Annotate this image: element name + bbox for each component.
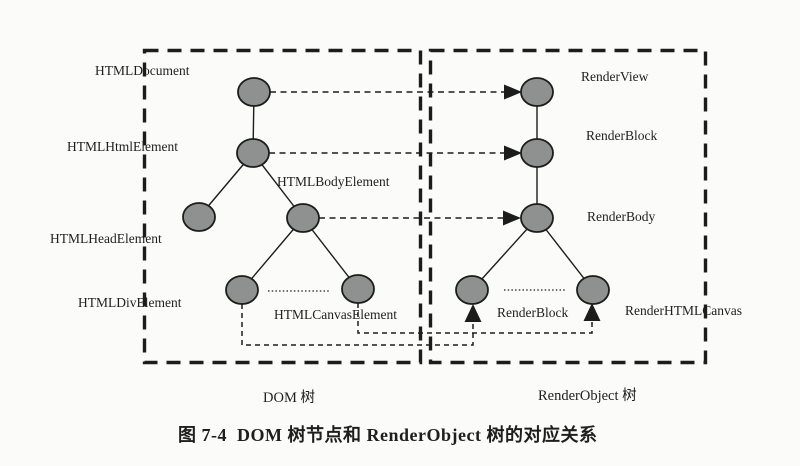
arrowhead-htmlcanvasleaf bbox=[583, 303, 601, 321]
node-render-block bbox=[520, 138, 554, 168]
connector-canvas-htmlcanvasleaf bbox=[357, 303, 593, 334]
node-render-view bbox=[520, 77, 554, 107]
label-render-block-leaf: RenderBlock bbox=[497, 305, 569, 320]
label-render-body: RenderBody bbox=[587, 209, 656, 224]
label-html-div-element: HTMLDivElement bbox=[78, 295, 182, 310]
node-html-html-element bbox=[236, 138, 270, 168]
dom-tree-title: DOM 树 bbox=[263, 390, 315, 406]
arrowhead-renderbody bbox=[503, 210, 521, 226]
render-tree-box bbox=[428, 48, 708, 365]
label-html-head-element: HTMLHeadElement bbox=[50, 231, 162, 246]
node-html-document bbox=[237, 77, 271, 107]
edge-body-blockleaf bbox=[471, 217, 538, 291]
node-render-body bbox=[520, 203, 554, 233]
figure-caption: 图 7-4 DOM 树节点和 RenderObject 树的对应关系 bbox=[178, 425, 598, 445]
render-tree-title: RenderObject 树 bbox=[538, 388, 637, 404]
label-render-html-canvas: RenderHTMLCanvas bbox=[625, 303, 742, 318]
label-render-view: RenderView bbox=[581, 69, 649, 84]
label-html-html-element: HTMLHtmlElement bbox=[67, 139, 178, 154]
node-render-block-leaf bbox=[455, 275, 489, 305]
edge-body-div bbox=[241, 217, 304, 291]
arrowhead-blockleaf bbox=[464, 304, 482, 322]
node-html-div-element bbox=[225, 275, 259, 305]
arrowhead-block bbox=[504, 145, 522, 161]
connector-div-blockleaf bbox=[241, 304, 474, 346]
node-html-body-element bbox=[286, 203, 320, 233]
label-html-document: HTMLDocument bbox=[95, 63, 190, 78]
node-render-html-canvas bbox=[576, 275, 610, 305]
node-html-canvas-element bbox=[341, 274, 375, 304]
arrowhead-view bbox=[504, 84, 522, 100]
node-html-head-element bbox=[182, 202, 216, 232]
label-html-body-element: HTMLBodyElement bbox=[277, 174, 390, 189]
dom-tree-box bbox=[142, 48, 423, 365]
label-html-canvas-element: HTMLCanvasElement bbox=[274, 307, 397, 322]
label-render-block: RenderBlock bbox=[586, 128, 658, 143]
